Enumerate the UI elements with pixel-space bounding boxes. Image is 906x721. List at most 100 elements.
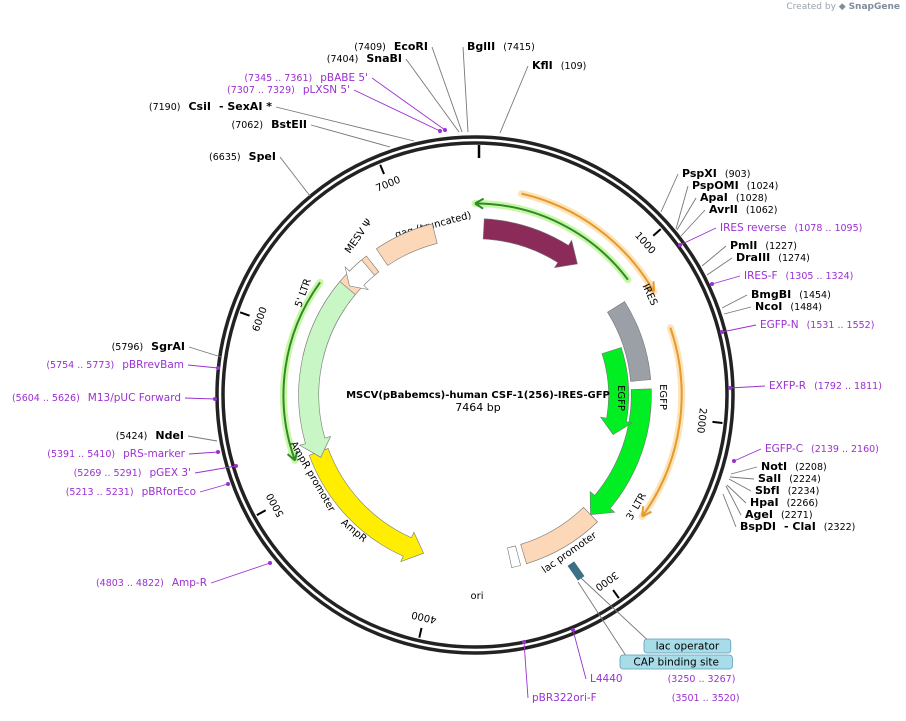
primer-mark	[732, 459, 736, 463]
feature-gag[interactable]	[482, 218, 578, 268]
tick-label: 3000	[593, 569, 620, 593]
callout-box[interactable]	[643, 638, 732, 654]
primer-mark	[268, 561, 272, 565]
feature-egfp_in[interactable]	[599, 347, 634, 435]
site-label[interactable]: AvrII(1062)	[709, 203, 778, 216]
primer-label[interactable]: IRES-F(1305 .. 1324)	[744, 270, 853, 282]
site-pos: (7062)	[232, 120, 264, 131]
site-label[interactable]: (7404)SnaBI	[327, 52, 402, 65]
backbone-ring	[215, 135, 735, 655]
site-pos: (2266)	[787, 498, 819, 509]
site-leader	[431, 46, 463, 133]
primer-leader	[679, 227, 717, 246]
site-label[interactable]: SbfI (2234)	[755, 484, 819, 497]
feature-ampr[interactable]	[298, 281, 356, 458]
site-label[interactable]: (7409)EcoRI	[354, 40, 428, 53]
callout-box[interactable]	[619, 654, 733, 670]
site-label[interactable]: (5796)SgrAI	[112, 340, 185, 353]
feature-lac_promoter[interactable]	[507, 545, 522, 568]
site-label[interactable]: BglII(7415)	[467, 40, 535, 53]
site-label[interactable]: (5424)NdeI	[116, 429, 184, 442]
snapgene-watermark: Created by ◆ SnapGene	[786, 2, 900, 12]
site-name: BspDI	[740, 520, 776, 533]
primer-pos: (1792 .. 1811)	[814, 381, 882, 392]
primer-pos: (5213 .. 5231)	[66, 487, 134, 498]
site-label[interactable]: NotI(2208)	[761, 460, 827, 473]
site-label[interactable]: PspOMI(1024)	[692, 179, 778, 192]
plasmid-name: MSCV(pBabemcs)-human CSF-1(256)-IRES-GFP	[346, 390, 610, 401]
primer-label[interactable]: pBR322ori-F(3501 .. 3520)	[532, 692, 740, 704]
primer-label[interactable]: L4440 (3250 .. 3267)	[590, 673, 735, 685]
site-name: BmgBI	[751, 288, 791, 301]
primer-label[interactable]: (5391 .. 5410)pRS-marker	[47, 448, 185, 460]
tick-mark	[652, 228, 662, 237]
site-name: SgrAI	[151, 340, 185, 353]
primer-arc-head	[286, 450, 299, 462]
site-pos: (2234)	[788, 486, 820, 497]
primer-name: pGEX 3'	[149, 467, 191, 479]
site-leader	[706, 257, 733, 276]
primer-label[interactable]: IRES reverse(1078 .. 1095)	[720, 222, 862, 234]
primer-label[interactable]: EGFP-N(1531 .. 1552)	[760, 319, 874, 331]
site-pos: (1227)	[765, 241, 797, 252]
site-label[interactable]: (6635)SpeI	[209, 150, 276, 163]
site-leader	[721, 294, 748, 309]
primer-label[interactable]: (5604 .. 5626)M13/pUC Forward	[12, 392, 181, 404]
site-name: CsiI	[188, 100, 210, 113]
site-label[interactable]: AgeI(2271)	[745, 508, 813, 521]
primer-label[interactable]: (5213 .. 5231)pBRforEco	[66, 486, 196, 498]
site-label[interactable]: PmlI (1227)	[730, 239, 797, 252]
snapgene-logo: ◆	[838, 2, 846, 12]
site-name: SnaBI	[366, 52, 402, 65]
primer-name: L4440	[590, 673, 623, 685]
primer-label[interactable]: (4803 .. 4822) Amp-R	[96, 577, 207, 589]
primer-leader	[523, 641, 529, 699]
primer-pos: (3250 .. 3267)	[668, 674, 736, 685]
site-label[interactable]: PspXI(903)	[682, 167, 750, 180]
site-name: SpeI	[249, 150, 276, 163]
site-label[interactable]: BspDI- ClaI(2322)	[740, 520, 855, 533]
site-name: PspOMI	[692, 179, 739, 192]
feature-ires[interactable]	[607, 301, 652, 382]
primer-label[interactable]: (7345 .. 7361)pBABE 5'	[244, 72, 368, 84]
primer-leader	[371, 77, 446, 131]
primer-name: Amp-R	[172, 577, 207, 589]
primer-name: IRES-F	[744, 270, 778, 282]
site-leader	[660, 173, 679, 213]
site-name: PspXI	[682, 167, 717, 180]
tick-label: 1000	[632, 230, 657, 256]
feature-ampr_promoter[interactable]	[344, 259, 375, 290]
site-label[interactable]: HpaI(2266)	[750, 496, 818, 509]
site-label[interactable]: BmgBI(1454)	[751, 288, 831, 301]
site-name: PmlI	[730, 239, 757, 252]
primer-pos: (7307 .. 7329)	[227, 85, 295, 96]
feature-ltr3[interactable]	[520, 506, 598, 565]
site-leader	[187, 435, 218, 442]
callout-leader	[577, 581, 631, 663]
site-label[interactable]: NcoI(1484)	[755, 300, 822, 313]
tick-label: 6000	[251, 306, 270, 334]
site-label[interactable]: KflI(109)	[532, 59, 586, 72]
site-leader	[275, 106, 415, 142]
lac-operator-mark	[567, 561, 585, 581]
primer-arc-head	[644, 281, 655, 293]
site-name: KflI	[532, 59, 553, 72]
site-label[interactable]: (7062)BstEII	[232, 118, 307, 131]
site-name: ApaI	[700, 191, 728, 204]
site-name: SbfI	[755, 484, 780, 497]
site-label[interactable]: SalI(2224)	[758, 472, 821, 485]
primer-pos: (4803 .. 4822)	[96, 578, 164, 589]
primer-leader	[721, 324, 757, 333]
primer-mark	[728, 386, 732, 390]
primer-pos: (5269 .. 5291)	[74, 468, 142, 479]
primer-label[interactable]: EXFP-R(1792 .. 1811)	[769, 380, 882, 392]
site-label[interactable]: (7190)CsiI- SexAI *	[149, 100, 272, 113]
site-label[interactable]: DraIII(1274)	[736, 251, 810, 264]
primer-label[interactable]: (5269 .. 5291) pGEX 3'	[74, 467, 191, 479]
primer-label[interactable]: (5754 .. 5773)pBRrevBam	[46, 359, 184, 371]
primer-label[interactable]: EGFP-C(2139 .. 2160)	[765, 443, 879, 455]
feature-mesv[interactable]	[375, 223, 438, 266]
site-label[interactable]: ApaI(1028)	[700, 191, 768, 204]
site-leader	[499, 65, 529, 134]
primer-label[interactable]: (7307 .. 7329)pLXSN 5'	[227, 84, 350, 96]
